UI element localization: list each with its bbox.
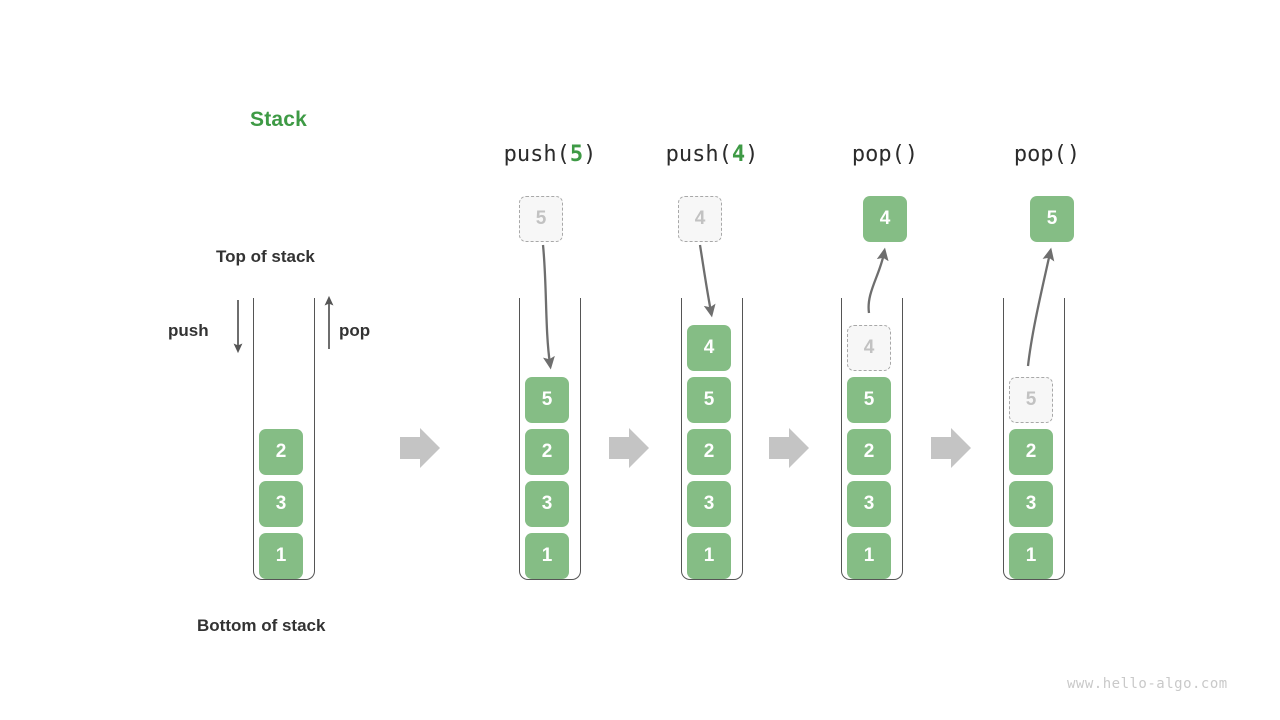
popped-element-4: 4 [863, 196, 907, 242]
step-arrow-2 [609, 428, 649, 468]
stack-element: 2 [259, 429, 303, 475]
stack-element: 3 [525, 481, 569, 527]
stack-element: 1 [1009, 533, 1053, 579]
stack-element: 2 [847, 429, 891, 475]
op-suffix: ) [904, 142, 919, 167]
stack-element: 3 [1009, 481, 1053, 527]
op-suffix: ) [583, 142, 597, 167]
stack-element-ghost: 4 [847, 325, 891, 371]
op-header-push-4: push(4) [652, 142, 772, 167]
stack-element: 1 [525, 533, 569, 579]
stack-element: 4 [687, 325, 731, 371]
op-prefix: push( [665, 142, 732, 167]
stack-element: 1 [259, 533, 303, 579]
step-arrow-3 [769, 428, 809, 468]
box-column-pop-2: 1 3 2 5 [1009, 371, 1053, 579]
page-title: Stack [250, 108, 308, 131]
stack-container-push-4: 1 3 2 5 4 [681, 298, 743, 580]
stack-element-ghost: 5 [1009, 377, 1053, 423]
floating-element-push-5: 5 [519, 196, 563, 242]
op-prefix: pop( [851, 142, 905, 167]
box-column-push-5: 1 3 2 5 [525, 371, 569, 579]
popped-element-5: 5 [1030, 196, 1074, 242]
stack-element: 3 [687, 481, 731, 527]
box-column-pop-1: 1 3 2 5 4 [847, 319, 891, 579]
stack-container-pop-1: 1 3 2 5 4 [841, 298, 903, 580]
stack-element: 5 [687, 377, 731, 423]
op-prefix: pop( [1013, 142, 1067, 167]
push-label: push [168, 321, 209, 340]
op-header-pop-1: pop() [825, 142, 945, 167]
op-prefix: push( [503, 142, 570, 167]
stack-container-push-5: 1 3 2 5 [519, 298, 581, 580]
stack-container-initial: 1 3 2 [253, 298, 315, 580]
op-arg: 5 [569, 142, 584, 167]
op-suffix: ) [1066, 142, 1081, 167]
op-header-push-5: push(5) [490, 142, 610, 167]
box-column-initial: 1 3 2 [259, 423, 303, 579]
floating-element-push-4: 4 [678, 196, 722, 242]
stack-element: 2 [525, 429, 569, 475]
op-arg: 4 [731, 142, 746, 167]
box-column-push-4: 1 3 2 5 4 [687, 319, 731, 579]
top-of-stack-label: Top of stack [216, 247, 315, 266]
stack-container-pop-2: 1 3 2 5 [1003, 298, 1065, 580]
stack-element: 3 [847, 481, 891, 527]
pop-label: pop [339, 321, 371, 340]
step-arrow-1 [400, 428, 440, 468]
stack-element: 2 [687, 429, 731, 475]
stack-element: 3 [259, 481, 303, 527]
op-header-pop-2: pop() [987, 142, 1107, 167]
bottom-of-stack-label: Bottom of stack [197, 616, 326, 635]
stack-element: 1 [687, 533, 731, 579]
op-suffix: ) [745, 142, 759, 167]
step-arrow-4 [931, 428, 971, 468]
stack-element: 2 [1009, 429, 1053, 475]
stack-element: 5 [847, 377, 891, 423]
watermark: www.hello-algo.com [1067, 676, 1228, 692]
stack-element: 5 [525, 377, 569, 423]
stack-element: 1 [847, 533, 891, 579]
